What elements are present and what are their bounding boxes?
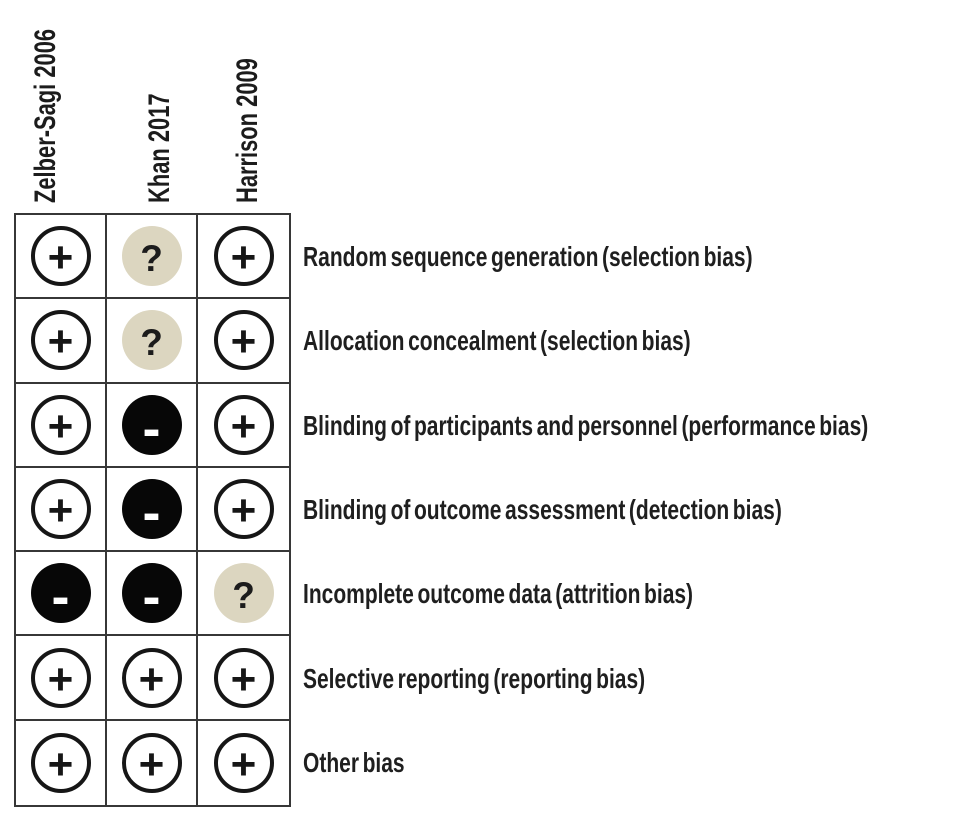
study-header: Khan 2017 [143, 93, 176, 203]
low-risk-icon: + [30, 732, 91, 793]
low-risk-icon: + [30, 394, 91, 455]
judgement-symbol: + [47, 401, 74, 451]
judgement-symbol: + [230, 401, 257, 451]
grid-cell: + [16, 467, 107, 553]
low-risk-icon: + [213, 478, 274, 539]
judgement-symbol: - [142, 567, 161, 628]
judgement-symbol: - [142, 398, 161, 459]
grid-cell: - [107, 467, 198, 553]
grid-cell: - [107, 383, 198, 468]
judgement-symbol: + [230, 485, 257, 535]
study-header: Harrison 2009 [231, 58, 264, 204]
grid-cell: + [16, 299, 107, 384]
low-risk-icon: + [30, 226, 91, 287]
judgement-symbol: + [47, 317, 74, 367]
high-risk-icon: - [30, 563, 91, 628]
grid-cell: ? [107, 215, 198, 300]
grid-cell: + [16, 636, 107, 721]
high-risk-icon: - [121, 394, 182, 459]
grid-cell: + [16, 383, 107, 468]
judgement-symbol: + [230, 654, 257, 704]
low-risk-icon: + [213, 226, 274, 287]
unclear-risk-icon: ? [213, 563, 274, 624]
judgement-symbol: ? [140, 237, 163, 279]
study-header: Zelber-Sagi 2006 [29, 28, 62, 203]
grid-cell: + [198, 299, 289, 384]
judgement-symbol: - [51, 567, 70, 628]
rob-grid: +? + +? + + - + + - + - -? + + + + + + [14, 213, 291, 807]
unclear-risk-icon: ? [121, 310, 182, 371]
low-risk-icon: + [30, 478, 91, 539]
grid-cell: + [16, 215, 107, 300]
low-risk-icon: + [213, 732, 274, 793]
low-risk-icon: + [213, 394, 274, 455]
grid-cell: + [107, 720, 198, 805]
domain-label: Random sequence generation (selection bi… [303, 241, 753, 273]
domain-label: Allocation concealment (selection bias) [303, 325, 691, 357]
judgement-symbol: ? [232, 574, 255, 616]
low-risk-icon: + [213, 310, 274, 371]
grid-cell: ? [198, 552, 289, 637]
grid-cell: + [198, 636, 289, 721]
grid-cell: - [107, 552, 198, 637]
low-risk-icon: + [121, 647, 182, 708]
domain-label: Blinding of outcome assessment (detectio… [303, 494, 782, 526]
grid-cell: - [16, 552, 107, 637]
judgement-symbol: + [138, 739, 165, 789]
judgement-symbol: + [47, 485, 74, 535]
grid-cell: + [107, 636, 198, 721]
grid-cell: + [198, 468, 289, 553]
domain-label: Blinding of participants and personnel (… [303, 409, 869, 441]
high-risk-icon: - [121, 563, 182, 628]
judgement-symbol: + [47, 739, 74, 789]
low-risk-icon: + [30, 647, 91, 708]
judgement-symbol: + [138, 654, 165, 704]
judgement-symbol: + [230, 233, 257, 283]
judgement-symbol: + [47, 233, 74, 283]
judgement-symbol: ? [140, 321, 163, 363]
low-risk-icon: + [30, 310, 91, 371]
grid-cell: + [198, 215, 289, 300]
grid-cell: ? [107, 299, 198, 384]
low-risk-icon: + [213, 647, 274, 708]
unclear-risk-icon: ? [121, 226, 182, 287]
domain-label: Incomplete outcome data (attrition bias) [303, 578, 694, 610]
grid-cell: + [16, 720, 107, 805]
grid-cell: + [198, 384, 289, 468]
judgement-symbol: + [230, 739, 257, 789]
judgement-symbol: + [47, 654, 74, 704]
domain-label: Selective reporting (reporting bias) [303, 662, 646, 694]
domain-label: Other bias [303, 746, 405, 778]
judgement-symbol: + [230, 317, 257, 367]
low-risk-icon: + [121, 732, 182, 793]
grid-cell: + [198, 721, 289, 805]
high-risk-icon: - [121, 478, 182, 543]
judgement-symbol: - [142, 482, 161, 543]
